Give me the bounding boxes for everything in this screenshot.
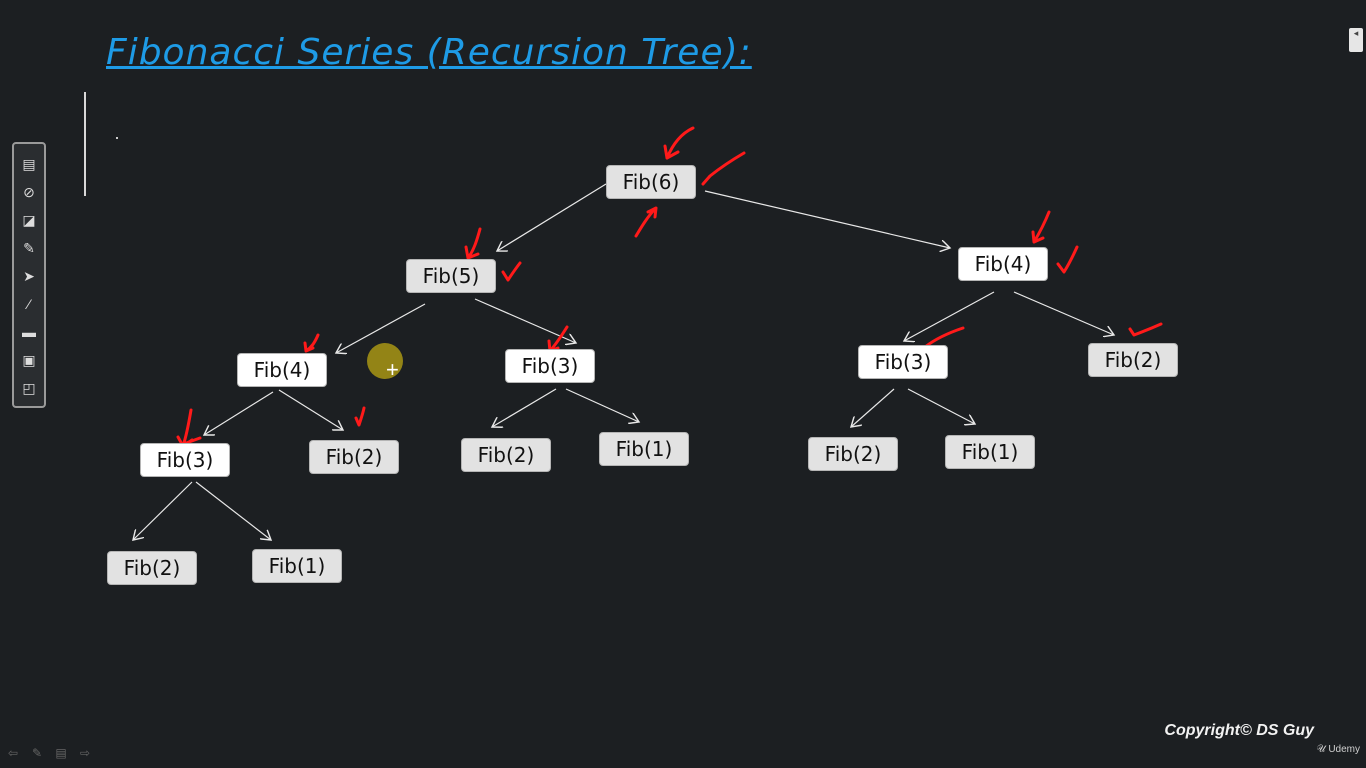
check-mark xyxy=(464,227,482,260)
node-fib1: Fib(1) xyxy=(599,432,689,466)
check-mark xyxy=(701,151,746,186)
pen-icon[interactable]: ⊘ xyxy=(23,183,35,200)
check-mark xyxy=(634,206,658,238)
check-mark xyxy=(354,406,366,427)
edge xyxy=(278,389,343,430)
udemy-logo-icon: 𝒰 xyxy=(1316,744,1329,755)
check-mark xyxy=(1128,322,1163,337)
node-fib2: Fib(2) xyxy=(107,551,197,585)
brand-text: Udemy xyxy=(1328,744,1360,755)
node-fib1: Fib(1) xyxy=(252,549,342,583)
pointer-icon[interactable]: ➤ xyxy=(23,267,35,284)
node-fib2: Fib(2) xyxy=(309,440,399,474)
forward-icon[interactable]: ⇨ xyxy=(79,746,91,760)
annotation-toolbar: ▤ ⊘ ◪ ✎ ➤ ⁄ ▬ ▣ ◰ xyxy=(12,142,46,408)
edge xyxy=(492,388,557,427)
divider-line xyxy=(84,92,86,196)
highlighter-icon[interactable]: ✎ xyxy=(23,239,35,256)
node-fib3-right: Fib(3) xyxy=(858,345,948,379)
window-icon[interactable]: ◰ xyxy=(22,379,36,396)
node-fib5: Fib(5) xyxy=(406,259,496,293)
node-fib2: Fib(2) xyxy=(808,437,898,471)
node-fib4-right: Fib(4) xyxy=(958,247,1048,281)
eraser-icon[interactable]: ◪ xyxy=(22,211,36,228)
edge xyxy=(195,481,271,540)
slide-nav: ⇦ ✎ ▤ ⇨ xyxy=(4,746,94,760)
edge xyxy=(204,391,274,435)
panel-toggle-icon[interactable]: ◂ xyxy=(1349,28,1363,52)
edge xyxy=(851,388,895,427)
check-mark xyxy=(303,333,320,353)
node-fib2: Fib(2) xyxy=(1088,343,1178,377)
node-fib4-left: Fib(4) xyxy=(237,353,327,387)
menu-icon[interactable]: ▤ xyxy=(55,746,67,760)
edge xyxy=(133,481,193,540)
check-mark xyxy=(663,126,695,160)
node-fib1: Fib(1) xyxy=(945,435,1035,469)
edge xyxy=(565,388,639,422)
node-fib2: Fib(2) xyxy=(461,438,551,472)
edge xyxy=(497,183,607,251)
stray-dot xyxy=(116,137,118,139)
laser-icon[interactable]: ⁄ xyxy=(27,296,31,312)
edge xyxy=(904,291,995,341)
check-mark xyxy=(176,408,202,448)
page-title: Fibonacci Series (Recursion Tree): xyxy=(106,32,752,73)
cursor-highlight xyxy=(367,343,403,379)
node-fib3-mid: Fib(3) xyxy=(505,349,595,383)
edge xyxy=(1013,291,1114,335)
check-mark xyxy=(501,261,522,282)
node-fib3-left: Fib(3) xyxy=(140,443,230,477)
check-mark xyxy=(1056,245,1079,274)
pen-small-icon[interactable]: ✎ xyxy=(31,746,43,760)
screen-icon[interactable]: ▣ xyxy=(22,351,36,368)
check-mark xyxy=(547,325,569,353)
edge xyxy=(336,303,426,353)
node-fib6: Fib(6) xyxy=(606,165,696,199)
edge xyxy=(907,388,975,424)
back-icon[interactable]: ⇦ xyxy=(7,746,19,760)
brand-label: 𝒰 Udemy xyxy=(1317,744,1360,755)
copyright-text: Copyright© DS Guy xyxy=(1164,722,1314,739)
edge xyxy=(704,190,950,248)
notes-icon[interactable]: ▤ xyxy=(22,155,36,172)
check-mark xyxy=(1031,210,1051,244)
crosshair-cursor-icon: + xyxy=(386,357,399,382)
line-icon[interactable]: ▬ xyxy=(22,324,36,340)
edge xyxy=(474,298,576,343)
